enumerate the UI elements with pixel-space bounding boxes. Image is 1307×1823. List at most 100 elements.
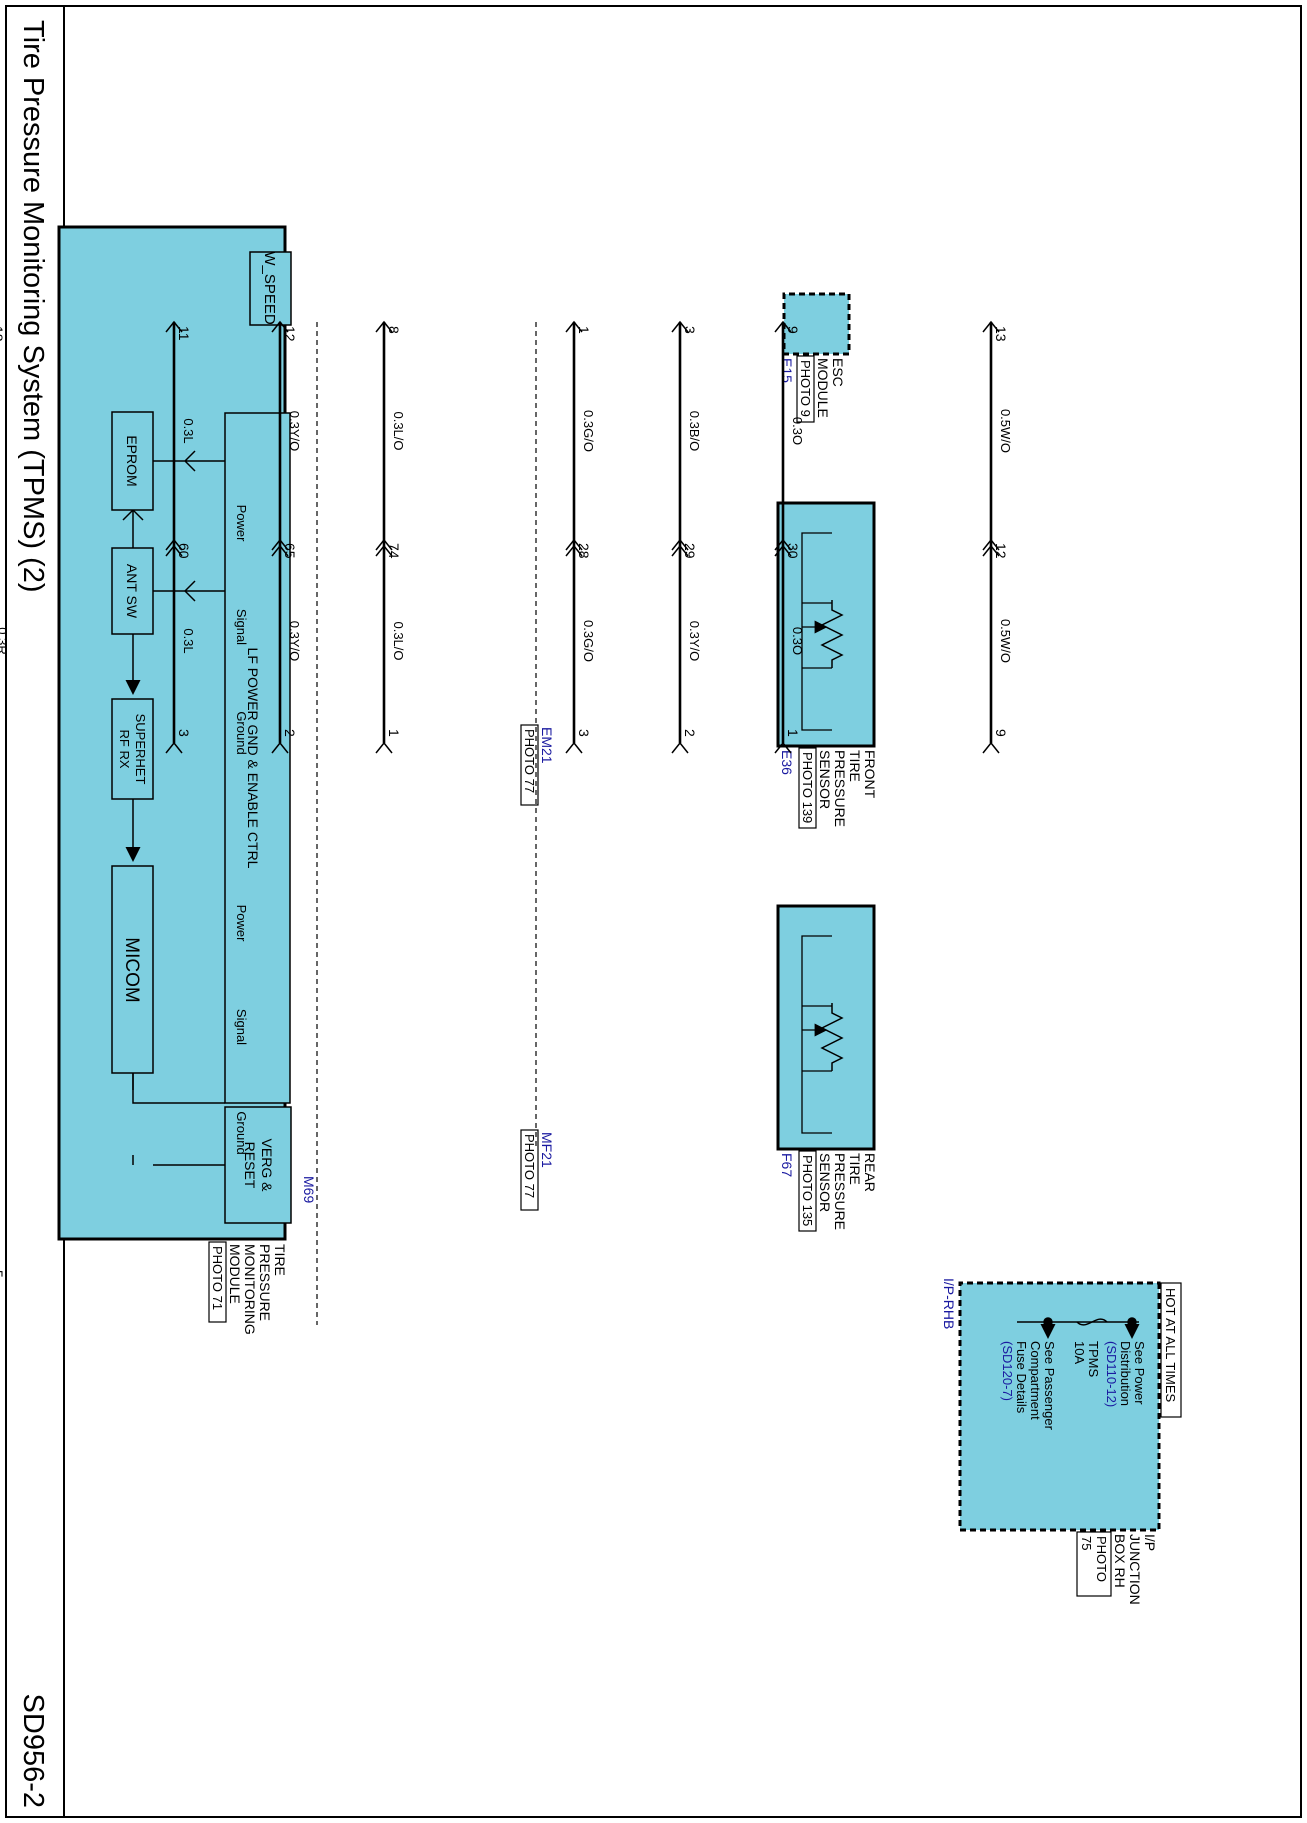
esc-photo-box [796, 355, 815, 423]
pin-label-front-ground: Ground [234, 711, 249, 754]
wire-layer: 131290.5W/O0.5W/O93010.3O0.3O32920.3B/O0… [0, 320, 1013, 1278]
module-connector: M69 [301, 1176, 317, 1203]
hot-at-all-times-box [1160, 1282, 1182, 1418]
eprom-label: EPROM [124, 435, 140, 486]
mf21-connector: MF21 [539, 1132, 555, 1168]
rear-sensor-body [776, 904, 876, 1151]
device-pin-power_feed: 5 [0, 1270, 6, 1278]
junction-name-1: I/P [1142, 1534, 1158, 1551]
module-name-3: MONITORING [242, 1244, 258, 1335]
pin-label-rear-signal: Signal [234, 1009, 249, 1045]
module-pin-rear_ground: 11 [176, 326, 192, 341]
device-terminal-rear_power [375, 741, 393, 754]
front-photo-box [798, 747, 817, 829]
inline-pin-rear_signal: 65 [282, 543, 298, 559]
inline-pin-front_signal: 29 [682, 543, 698, 559]
lf-ctrl-block [224, 412, 291, 1104]
module-pin-front_signal: 3 [682, 326, 698, 334]
rear-sensor-resistor [820, 1003, 844, 1071]
module-terminal-rear_power [375, 320, 393, 333]
pin-label-front-power: Power [234, 505, 249, 543]
mf21-photo-box [520, 1129, 539, 1211]
wire-color-right-rear_signal: 0.3Y/O [287, 621, 302, 661]
junction-name-3: BOX RH [1112, 1534, 1128, 1588]
rear-photo: PHOTO 135 [800, 1155, 815, 1226]
wire-color-left-front_signal: 0.3B/O [687, 411, 702, 451]
front-tire-pressure-sensor: FRONT TIRE PRESSURE SENSOR PHOTO 139 E36 [776, 501, 878, 829]
page-frame [5, 5, 1302, 1818]
inline-terminal-b-w_speed [982, 544, 1000, 557]
front-name-2: TIRE [847, 750, 863, 782]
inline-terminal-rear_ground [165, 538, 183, 551]
verg-label-2: RESET [242, 1142, 258, 1189]
tpms-module: W_SPEED LF POWER GND & ENABLE CTRL EPROM… [57, 225, 317, 1335]
verg-label-1: VERG & [259, 1139, 275, 1193]
inline-terminal-b-front_signal [671, 544, 689, 557]
mf21-photo: PHOTO 77 [522, 1134, 537, 1198]
front-name-4: SENSOR [817, 750, 833, 809]
inline-terminal-b-rear_power [375, 544, 393, 557]
inline-terminal-w_speed [982, 538, 1000, 551]
module-name-2: PRESSURE [257, 1244, 273, 1321]
module-terminal-front_power [774, 320, 792, 333]
wire-color-right-rear_power: 0.3L/O [391, 621, 406, 660]
module-internal-links [122, 450, 225, 1166]
fuse-rating: 10A [1072, 1341, 1087, 1364]
wire-color-right-rear_ground: 0.3L [181, 628, 196, 653]
inline-pin-w_speed: 12 [993, 543, 1009, 559]
module-pin-front_ground: 1 [576, 326, 592, 334]
module-name-4: MODULE [227, 1244, 243, 1304]
passenger-ref-2: Compartment [1028, 1341, 1043, 1420]
front-sensor-resistor [820, 600, 844, 668]
module-terminal-w_speed [982, 320, 1000, 333]
fuse-symbol [1076, 1318, 1108, 1326]
junction-internal-wiring [1017, 1317, 1140, 1339]
device-terminal-rear_ground [165, 741, 183, 754]
superhet-label-2: RF RX [117, 730, 132, 769]
ip-junction-box: HOT AT ALL TIMES See Power Distribution … [941, 1278, 1182, 1605]
inline-terminal-rear_signal [271, 538, 289, 551]
junction-photo-2: 75 [1079, 1536, 1094, 1550]
inline-terminal-rear_power [375, 538, 393, 551]
w-speed-label: W_SPEED [261, 251, 278, 325]
wire-color-left-rear_power: 0.3L/O [391, 411, 406, 450]
rear-name-3: PRESSURE [832, 1153, 848, 1230]
power-ref-2: Distribution [1118, 1341, 1133, 1406]
device-terminal-front_ground [565, 741, 583, 754]
wire-color-right-front_ground: 0.3G/O [581, 620, 596, 662]
module-terminal-front_ground [565, 320, 583, 333]
pin-label-rear-ground: Ground [234, 1111, 249, 1154]
front-name-1: FRONT [862, 750, 878, 799]
rear-photo-box [798, 1150, 817, 1232]
page-code: SD956-2 [17, 1694, 49, 1808]
module-terminal-rear_signal [271, 320, 289, 333]
passenger-ref-3: Fuse Details [1014, 1341, 1029, 1414]
device-pin-rear_power: 1 [386, 729, 402, 737]
page-title: Tire Pressure Monitoring System (TPMS) (… [17, 20, 49, 593]
device-pin-rear_signal: 2 [282, 729, 298, 737]
module-name-1: TIRE [272, 1244, 288, 1276]
inline-terminal-front_power [774, 538, 792, 551]
wire-color-left-front_power: 0.3O [790, 417, 805, 445]
junction-photo-1: PHOTO [1094, 1536, 1109, 1582]
em21-photo-box [520, 724, 539, 806]
esc-photo: PHOTO 9 [798, 360, 813, 417]
wire-color-right-power_feed: 0.3R [0, 627, 10, 654]
junction-connector: I/P-RHB [941, 1278, 957, 1329]
front-photo: PHOTO 139 [800, 752, 815, 823]
inline-terminal-front_signal [671, 538, 689, 551]
front-connector: E36 [779, 750, 795, 775]
wire-color-right-w_speed: 0.5W/O [998, 619, 1013, 663]
wire-color-right-front_power: 0.3O [790, 627, 805, 655]
hot-at-all-times: HOT AT ALL TIMES [1163, 1288, 1178, 1402]
device-pin-rear_ground: 3 [176, 729, 192, 737]
device-pin-front_signal: 2 [682, 729, 698, 737]
device-terminal-w_speed [982, 741, 1000, 754]
wire-color-left-rear_signal: 0.3Y/O [287, 411, 302, 451]
module-pin-rear_signal: 12 [282, 326, 298, 342]
module-terminal-front_signal [671, 320, 689, 333]
inline-terminal-front_ground [565, 538, 583, 551]
superhet-label-1: SUPERHET [133, 714, 148, 785]
